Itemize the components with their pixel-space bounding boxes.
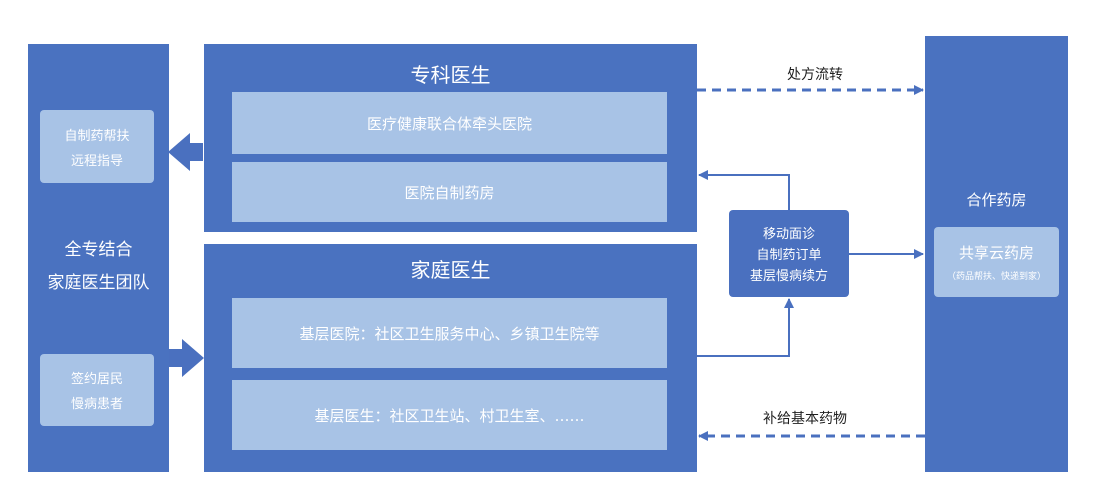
right-block-arrow <box>169 339 204 377</box>
left-block-arrow <box>168 133 203 171</box>
supply-medicine-label: 补给基本药物 <box>763 411 847 427</box>
family-doctor-team-label: 全专结合 家庭医生团队 <box>28 236 169 293</box>
cloud-pharmacy-title: 共享云药房 <box>958 244 1034 262</box>
family-to-center-arrow <box>697 298 794 357</box>
partner-pharmacy-title: 合作药房 <box>966 190 1027 209</box>
center-to-specialist-arrow <box>698 170 790 210</box>
center-line2: 自制药订单 <box>756 248 822 263</box>
family-doctor-title: 家庭医生 <box>410 257 491 282</box>
residents-line1: 签约居民 <box>70 372 123 387</box>
prescription-flow-label: 处方流转 <box>787 67 843 83</box>
remote-guidance-box: 自制药帮扶 远程指导 <box>40 110 154 183</box>
center-line1: 移动面诊 <box>762 227 815 242</box>
team-line2: 家庭医生团队 <box>47 273 150 293</box>
primary-hospital-row: 基层医院：社区卫生服务中心、乡镇卫生院等 <box>232 298 667 368</box>
specialist-title: 专科医生 <box>410 62 491 87</box>
hospital-pharmacy-row: 医院自制药房 <box>232 162 667 222</box>
residents-line2: 慢病患者 <box>70 397 123 412</box>
signed-residents-box: 签约居民 慢病患者 <box>40 354 154 426</box>
mobile-consultation-box: 移动面诊 自制药订单 基层慢病续方 <box>729 210 849 297</box>
team-line1: 全专结合 <box>64 240 133 260</box>
remote-guidance-line1: 自制药帮扶 <box>64 128 130 144</box>
lead-hospital-row: 医疗健康联合体牵头医院 <box>232 92 667 154</box>
remote-guidance-line2: 远程指导 <box>70 153 123 169</box>
cloud-pharmacy-note: （药品帮扶、快递到家） <box>946 272 1046 282</box>
primary-doctor-row: 基层医生：社区卫生站、村卫生室、…… <box>232 380 667 450</box>
cloud-pharmacy-box: 共享云药房 （药品帮扶、快递到家） <box>934 227 1059 297</box>
center-line3: 基层慢病续方 <box>749 269 828 284</box>
